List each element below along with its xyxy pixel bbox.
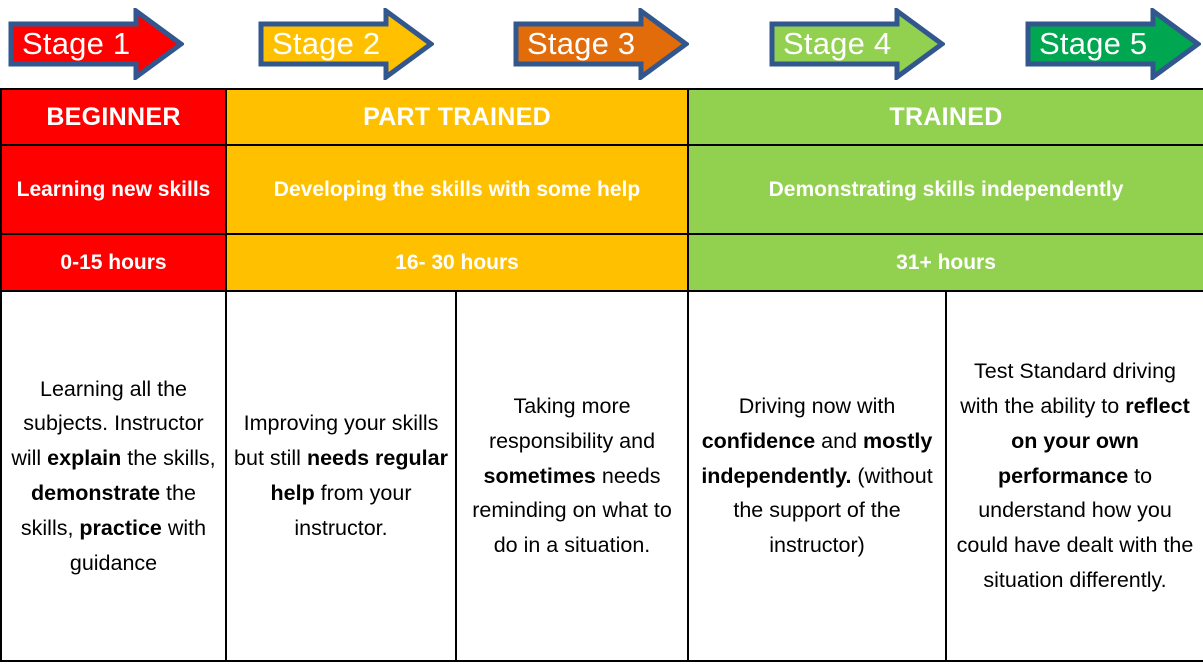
hours-cell-part-trained: 16- 30 hours <box>224 233 690 292</box>
arrow-polygon-5 <box>1025 8 1201 80</box>
detail-cell-stage-3: Taking more responsibility and sometimes… <box>454 290 690 662</box>
description-cell-part-trained: Developing the skills with some help <box>224 144 690 235</box>
training-matrix-table: BEGINNER PART TRAINED TRAINED Learning n… <box>0 88 1203 662</box>
stage-arrow-1[interactable]: Stage 1 <box>8 8 184 80</box>
table-row-details: Learning all the subjects. Instructor wi… <box>0 290 1203 662</box>
arrow-shape-icon <box>8 8 184 80</box>
detail-cell-stage-1: Learning all the subjects. Instructor wi… <box>0 290 227 662</box>
hours-cell-beginner: 0-15 hours <box>0 233 227 292</box>
table-row-levels: BEGINNER PART TRAINED TRAINED <box>0 88 1203 146</box>
stage-arrow-5[interactable]: Stage 5 <box>1025 8 1201 80</box>
detail-cell-stage-4: Driving now with confidence and mostly i… <box>687 290 948 662</box>
detail-cell-stage-2: Improving your skills but still needs re… <box>225 290 457 662</box>
arrow-shape-icon <box>258 8 434 80</box>
description-cell-beginner: Learning new skills <box>0 144 227 235</box>
arrow-shape-icon <box>769 8 945 80</box>
stage-arrow-3[interactable]: Stage 3 <box>513 8 689 80</box>
level-cell-beginner: BEGINNER <box>0 88 227 146</box>
stage-arrow-band: Stage 1 Stage 2 Stage 3 Stage 4 Stage 5 <box>0 0 1203 88</box>
table-row-descriptions: Learning new skills Developing the skill… <box>0 144 1203 235</box>
level-cell-trained: TRAINED <box>687 88 1203 146</box>
arrow-polygon-1 <box>8 8 184 80</box>
detail-cell-stage-5: Test Standard driving with the ability t… <box>945 290 1203 662</box>
stage-arrow-2[interactable]: Stage 2 <box>258 8 434 80</box>
table-row-hours: 0-15 hours 16- 30 hours 31+ hours <box>0 233 1203 292</box>
stage-arrow-label-4: Stage 4 <box>783 26 892 61</box>
stage-arrow-label-2: Stage 2 <box>272 26 381 61</box>
stage-arrow-label-5: Stage 5 <box>1039 26 1148 61</box>
hours-cell-trained: 31+ hours <box>687 233 1203 292</box>
stage-arrow-label-1: Stage 1 <box>22 26 131 61</box>
arrow-shape-icon <box>1025 8 1201 80</box>
description-cell-trained: Demonstrating skills independently <box>687 144 1203 235</box>
stage-arrow-4[interactable]: Stage 4 <box>769 8 945 80</box>
arrow-shape-icon <box>513 8 689 80</box>
arrow-polygon-2 <box>258 8 434 80</box>
level-cell-part-trained: PART TRAINED <box>224 88 690 146</box>
arrow-polygon-4 <box>769 8 945 80</box>
arrow-polygon-3 <box>513 8 689 80</box>
stage-arrow-label-3: Stage 3 <box>527 26 636 61</box>
